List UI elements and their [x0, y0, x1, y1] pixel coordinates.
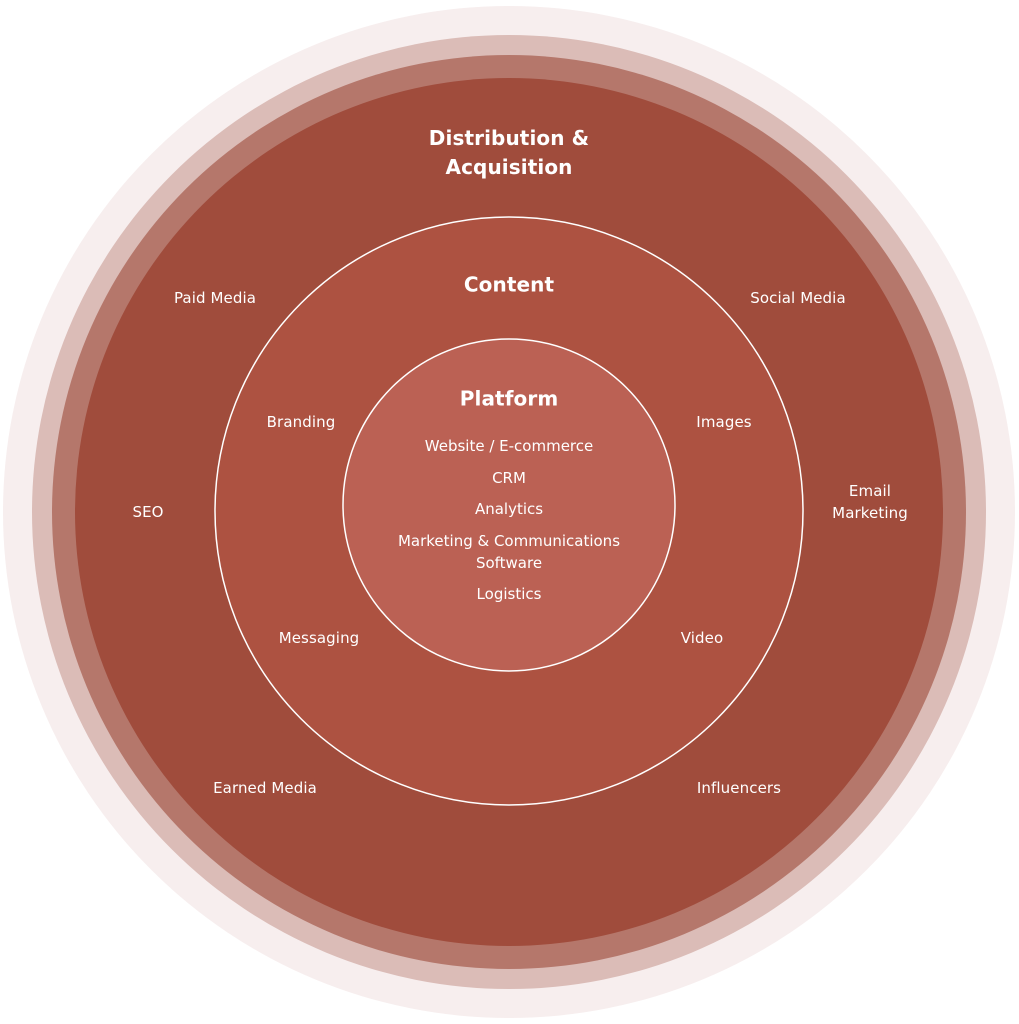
content-title: Content [463, 272, 555, 297]
platform-item-crm: CRM [492, 468, 526, 487]
platform-item-website-ecommerce: Website / E-commerce [424, 437, 594, 455]
content-item-messaging: Messaging [278, 629, 360, 647]
platform-title: Platform [459, 386, 559, 411]
content-item-branding: Branding [266, 413, 336, 431]
distribution-acquisition-title: Distribution & Acquisition [429, 124, 589, 182]
platform-item-marketing-communications-software: Marketing & Communications Software [397, 531, 621, 572]
distribution-item-influencers: Influencers [696, 779, 782, 797]
content-item-images: Images [696, 413, 752, 431]
distribution-item-paid-media: Paid Media [173, 289, 257, 307]
distribution-title-line-2: Acquisition [445, 155, 573, 179]
email-marketing-line-1: Email [848, 482, 892, 500]
distribution-item-social-media: Social Media [750, 289, 846, 307]
platform-item-analytics: Analytics [474, 500, 544, 518]
distribution-item-email-marketing: Email Marketing [832, 480, 908, 524]
distribution-title-line-1: Distribution & [428, 126, 590, 150]
content-item-video: Video [680, 629, 724, 647]
platform-item-logistics: Logistics [476, 585, 542, 603]
distribution-item-earned-media: Earned Media [213, 779, 317, 797]
distribution-item-seo: SEO [132, 503, 164, 521]
platform-core [342, 338, 676, 672]
email-marketing-line-2: Marketing [832, 504, 908, 522]
platform-item-list: Website / E-commerce CRM Analytics Marke… [379, 437, 639, 615]
